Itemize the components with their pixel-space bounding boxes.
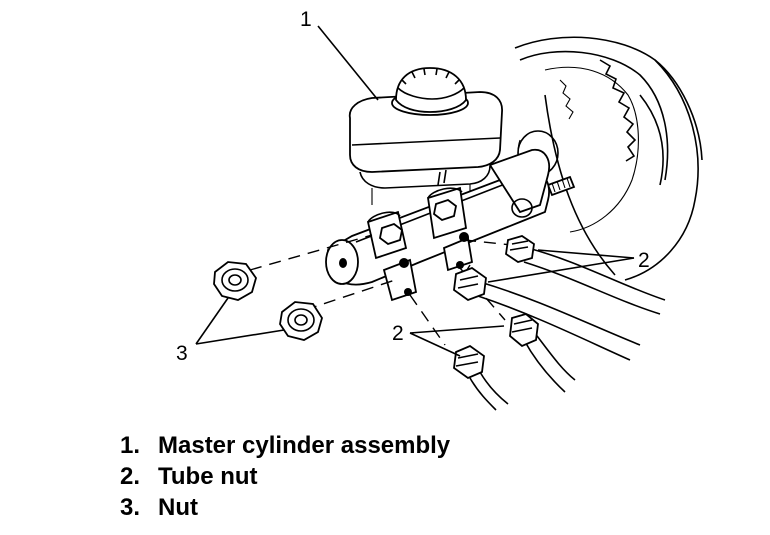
legend-text: Master cylinder assembly	[158, 432, 451, 459]
brake-tube-middle	[453, 266, 641, 361]
brake-tube-lower-left	[453, 344, 509, 411]
legend-text: Tube nut	[158, 463, 258, 490]
fluid-reservoir	[317, 25, 503, 205]
brake-tube-upper	[505, 235, 666, 315]
callout-3: 3	[176, 342, 188, 365]
mounting-nut-upper	[213, 261, 257, 301]
legend-number: 2.	[120, 463, 141, 490]
master-cylinder-body	[325, 148, 550, 302]
legend-item: 2. Tube nut	[120, 461, 450, 492]
parts-legend: 1. Master cylinder assembly 2. Tube nut 3.…	[120, 430, 450, 523]
legend-item: 3. Nut	[120, 492, 450, 523]
master-cylinder-diagram: 1 2 2 3	[176, 8, 703, 411]
callout-1: 1	[300, 8, 312, 31]
legend-item: 1. Master cylinder assembly	[120, 430, 450, 461]
legend-text: Nut	[158, 494, 198, 521]
brake-tube-lower-right	[509, 313, 576, 393]
reservoir-cap	[391, 67, 469, 116]
legend-number: 1.	[120, 432, 141, 459]
brake-booster	[514, 36, 703, 281]
callout-leaders	[195, 249, 635, 357]
callout-2-lower: 2	[392, 322, 404, 345]
callout-2-right: 2	[638, 249, 650, 272]
booster-stud	[546, 175, 576, 197]
mounting-nut-lower	[279, 301, 323, 341]
legend-number: 3.	[120, 494, 141, 521]
